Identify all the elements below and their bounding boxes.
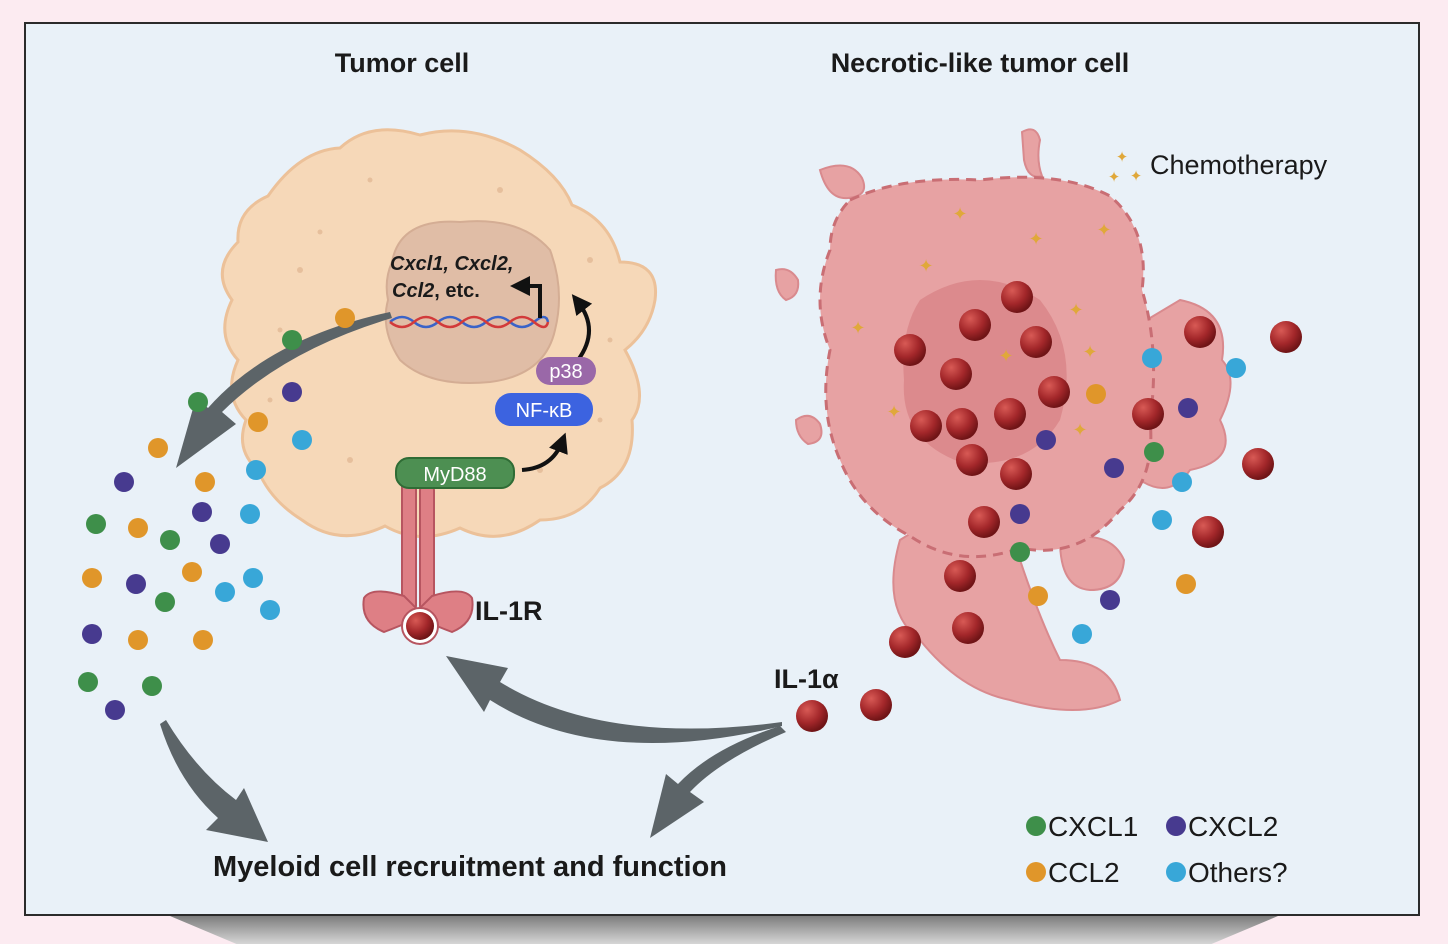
chemokines-to-myeloid-arrow (160, 720, 268, 842)
transcription-arrow (510, 276, 542, 318)
dna-strand (389, 315, 550, 329)
svg-text:✦: ✦ (1130, 167, 1143, 185)
myd88-label: MyD88 (423, 464, 486, 486)
svg-text:✦: ✦ (998, 346, 1013, 367)
gene-etc: , etc. (434, 280, 480, 302)
il1a-particles (796, 281, 1302, 732)
myeloid-recruitment-label: Myeloid cell recruitment and function (213, 851, 727, 883)
chemotherapy-icon: ✦✦✦ (1108, 148, 1143, 186)
il1a-to-il1r-arrow (446, 656, 782, 743)
nfkb-to-dna-arrow (571, 294, 593, 362)
p38-label: p38 (549, 361, 582, 383)
chemotherapy-label: Chemotherapy (1150, 150, 1328, 180)
svg-text:✦: ✦ (850, 318, 865, 339)
legend-label-others: Others? (1188, 857, 1288, 888)
svg-text:✦: ✦ (952, 204, 967, 225)
legend-swatch-cxcl1 (1026, 816, 1046, 836)
nfkb-label: NF-κB (516, 400, 573, 422)
svg-text:✦: ✦ (1116, 148, 1129, 166)
il1a-label: IL-1α (774, 664, 839, 694)
cytoplasm-specks (267, 177, 613, 483)
legend-label-ccl2: CCL2 (1048, 857, 1120, 888)
myd88-pill (395, 457, 515, 489)
myd88-to-nfkb-arrow (521, 432, 568, 472)
gene-list-line1: Cxcl1, Cxcl2, (390, 253, 513, 275)
svg-text:✦: ✦ (1028, 229, 1043, 250)
legend-swatch-others (1166, 862, 1186, 882)
nucleus (384, 220, 560, 385)
nfkb-pill (495, 393, 593, 426)
panel-base-shadow (170, 916, 1278, 944)
necrotic-cell-title: Necrotic-like tumor cell (831, 48, 1130, 78)
legend: CXCL1 CXCL2 CCL2 Others? (1026, 811, 1288, 888)
il1a-to-myeloid-arrow (650, 726, 786, 838)
svg-text:✦: ✦ (1096, 220, 1111, 241)
svg-text:✦: ✦ (1068, 300, 1083, 321)
tumor-cell-title: Tumor cell (335, 48, 470, 78)
svg-text:✦: ✦ (1072, 420, 1087, 441)
il1r-label: IL-1R (475, 596, 543, 626)
chemo-particles: ✦ ✦ ✦ ✦ ✦ ✦ ✦ ✦ ✦ ✦ (850, 204, 1111, 441)
svg-text:✦: ✦ (1108, 168, 1121, 186)
gene-list-line2: Ccl2, etc. (392, 280, 480, 302)
legend-label-cxcl2: CXCL2 (1188, 811, 1278, 842)
svg-text:✦: ✦ (1082, 342, 1097, 363)
necrotic-nucleus (903, 280, 1067, 464)
p38-pill (536, 357, 596, 385)
legend-swatch-ccl2 (1026, 862, 1046, 882)
svg-text:✦: ✦ (886, 402, 901, 423)
svg-text:✦: ✦ (918, 256, 933, 277)
legend-swatch-cxcl2 (1166, 816, 1186, 836)
gene-ccl2: Ccl2 (392, 280, 434, 302)
left-chemokines (78, 308, 355, 720)
right-chemokines (1010, 348, 1246, 644)
legend-label-cxcl1: CXCL1 (1048, 811, 1138, 842)
